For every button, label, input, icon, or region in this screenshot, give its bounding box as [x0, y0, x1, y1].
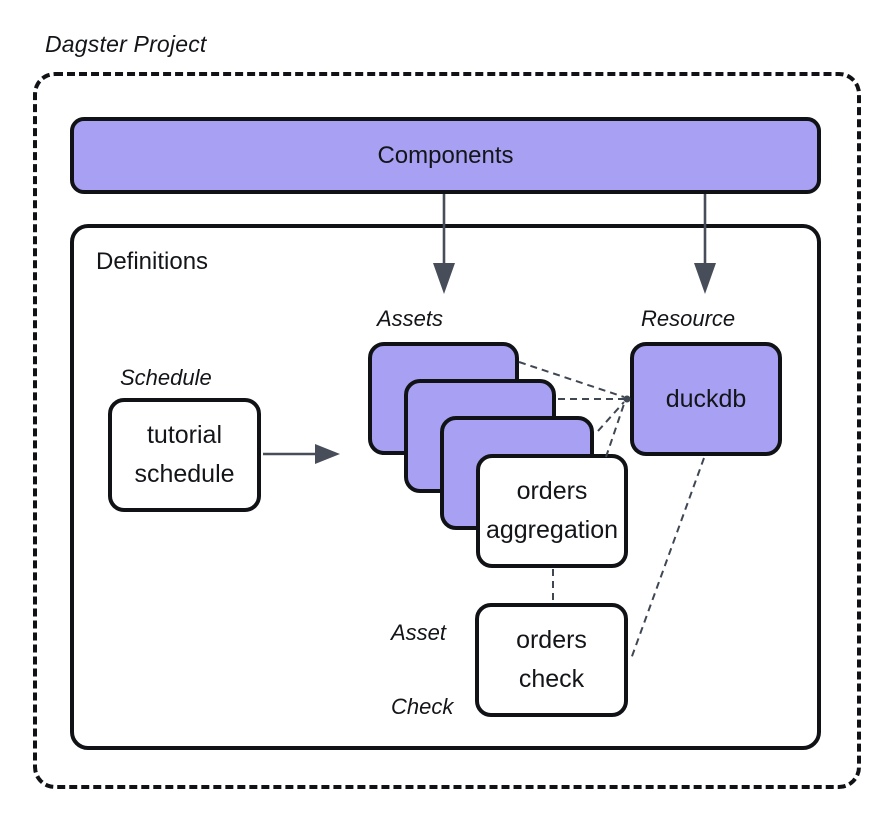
- orders-aggregation-node: orders aggregation: [476, 454, 628, 568]
- orders-aggregation-label-line1: orders: [516, 477, 588, 505]
- schedule-zone-label: Schedule: [120, 365, 212, 390]
- duckdb-resource-node: duckdb: [630, 342, 782, 456]
- diagram-title: Dagster Project: [45, 31, 207, 57]
- orders-check-node: orders check: [475, 603, 628, 717]
- assets-zone-label: Assets: [377, 306, 444, 331]
- duckdb-label: duckdb: [665, 384, 747, 413]
- dagster-project-boundary: [33, 72, 861, 789]
- tutorial-schedule-label-line2: schedule: [134, 460, 235, 488]
- tutorial-schedule-node: tutorial schedule: [108, 398, 261, 512]
- definitions-label: Definitions: [96, 248, 209, 275]
- asset-check-label-line1: Asset: [391, 620, 447, 645]
- asset-check-zone-label: Asset Check: [391, 577, 453, 762]
- resource-zone-label: Resource: [641, 306, 736, 331]
- components-node: Components: [70, 117, 821, 194]
- orders-aggregation-label-line2: aggregation: [485, 516, 619, 544]
- orders-check-label-line1: orders: [516, 626, 587, 654]
- asset-check-label-line2: Check: [391, 694, 454, 719]
- components-label: Components: [377, 141, 514, 169]
- orders-check-label-line2: check: [518, 665, 585, 693]
- tutorial-schedule-label-line1: tutorial: [146, 421, 223, 449]
